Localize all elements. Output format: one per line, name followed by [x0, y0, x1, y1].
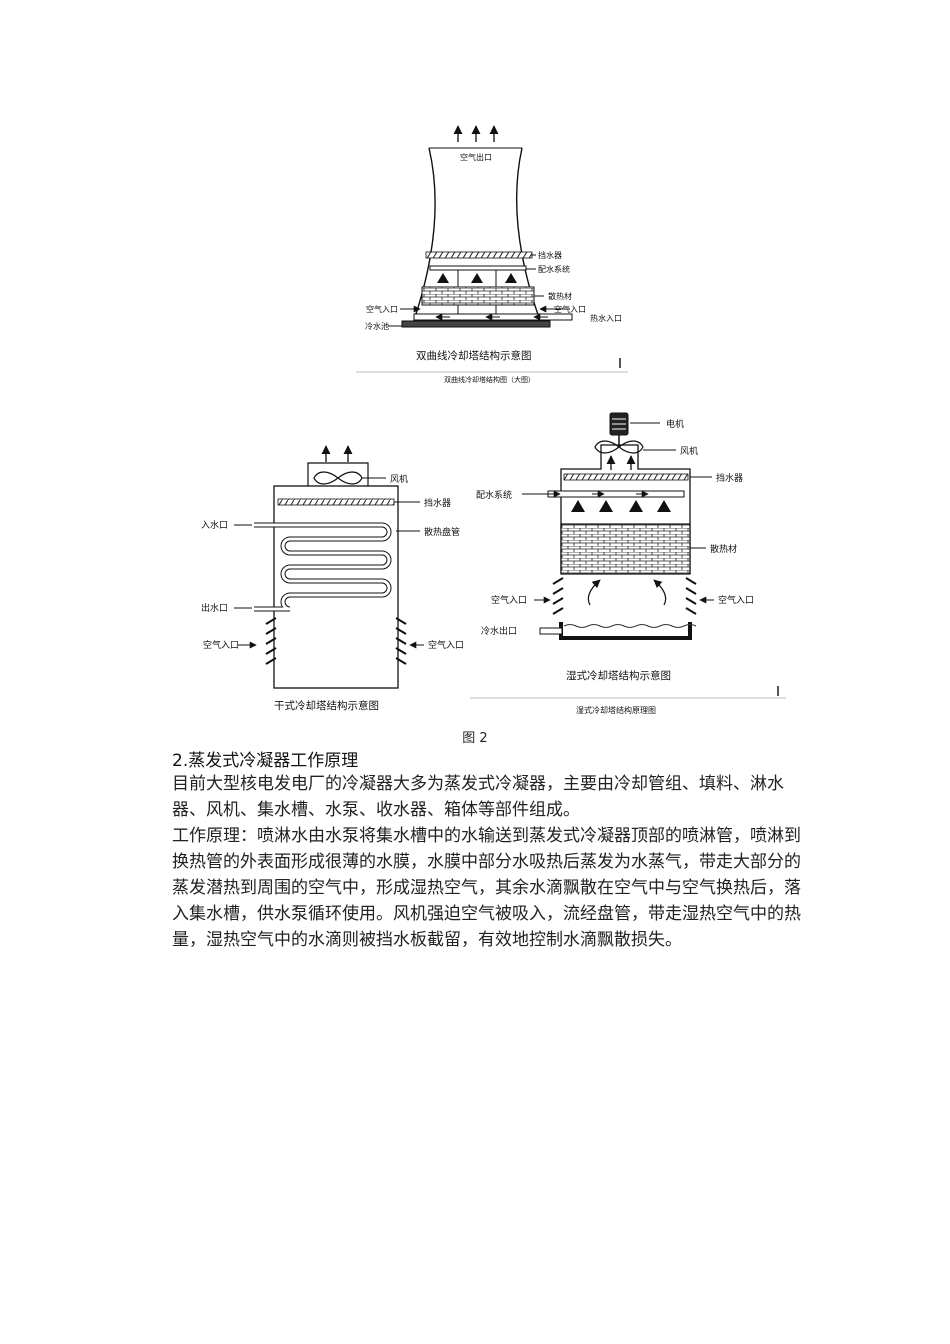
fill-label: 散热材 — [548, 291, 572, 301]
dry-water-inlet-label: 入水口 — [201, 519, 228, 531]
wet-drift-eliminator-label: 挡水器 — [716, 472, 743, 484]
section-heading: 2.蒸发式冷凝器工作原理 — [172, 751, 359, 771]
dry-fan-label: 风机 — [390, 473, 408, 485]
dry-tower-diagram: 风机 挡水器 入水口 散热盘管 出水口 空气入口 空气入口 干式冷却塔结构示意图 — [201, 445, 464, 712]
dry-drift-eliminator-label: 挡水器 — [424, 497, 451, 509]
drift-eliminator — [425, 251, 533, 259]
wet-fill-label: 散热材 — [710, 543, 737, 555]
dry-casing — [273, 485, 399, 689]
wet-tower-title: 湿式冷却塔结构示意图 — [566, 669, 671, 682]
wet-air-inlet-left-label: 空气入口 — [491, 594, 527, 606]
hyperbolic-tower-title: 双曲线冷却塔结构示意图 — [416, 349, 532, 362]
wet-drift-eliminator — [563, 473, 689, 481]
cold-water-outlet-pipe — [539, 627, 563, 635]
cold-water-basin — [401, 320, 551, 328]
air-inlet-right-label: 空气入口 — [554, 304, 586, 314]
dry-water-outlet-label: 出水口 — [201, 602, 228, 614]
paragraph-working-principle: 工作原理：喷淋水由水泵将集水槽中的水输送到蒸发式冷凝器顶部的喷淋管，喷淋到换热管… — [172, 826, 801, 950]
fill-media — [421, 286, 535, 306]
wet-water-distribution-label: 配水系统 — [476, 489, 512, 501]
wet-tower-subtitle: 湿式冷却塔结构原理图 — [576, 705, 656, 715]
cold-water-basin-label: 冷水池 — [365, 321, 389, 331]
dry-fan-stack — [307, 462, 369, 486]
water-distribution-label: 配水系统 — [538, 264, 570, 274]
dry-air-inlet-left-label: 空气入口 — [203, 639, 239, 651]
dry-air-louvers-right — [395, 617, 407, 665]
wet-fill-media — [560, 523, 691, 575]
hyperbolic-tower-subtitle: 双曲线冷却塔结构图（大图） — [444, 375, 535, 384]
dry-air-inlet-right-label: 空气入口 — [428, 639, 464, 651]
air-outlet-arrows — [453, 125, 499, 142]
paragraph-components: 目前大型核电发电厂的冷凝器大多为蒸发式冷凝器，主要由冷却管组、填料、淋水器、风机… — [172, 774, 784, 820]
air-inlet-left-label: 空气入口 — [366, 304, 398, 314]
wet-air-louvers-right — [685, 577, 697, 615]
air-outlet-label: 空气出口 — [460, 152, 492, 162]
drift-eliminator-label: 挡水器 — [538, 250, 562, 260]
wet-spray-nozzles — [571, 500, 671, 512]
distribution-header — [429, 265, 527, 271]
wet-casing — [560, 444, 691, 574]
figure-caption: 图 2 — [462, 731, 488, 746]
wet-air-inlet-right-label: 空气入口 — [718, 594, 754, 606]
wet-collection-basin — [559, 622, 692, 640]
dry-fan-icon — [313, 471, 363, 485]
wet-distribution-pipe — [547, 490, 685, 498]
spray-nozzles — [437, 273, 517, 283]
hot-water-inlet-label: 热水入口 — [590, 313, 622, 323]
hyperbolic-tower-diagram: 空气出口 挡水器 配水系统 散热材 空气入口 空气入口 热水入口 冷水池 — [356, 125, 628, 384]
wet-air-louvers-left — [552, 577, 564, 615]
motor-label: 电机 — [666, 418, 684, 430]
dry-air-louvers-left — [265, 617, 277, 665]
wet-fan-label: 风机 — [680, 445, 698, 457]
cold-water-outlet-label: 冷水出口 — [481, 625, 517, 637]
dry-tower-title: 干式冷却塔结构示意图 — [274, 699, 379, 712]
wet-tower-diagram: 电机 风机 挡水器 配水系统 散热材 — [470, 412, 786, 715]
dry-coil-label: 散热盘管 — [424, 526, 460, 538]
dry-drift-eliminator — [277, 498, 395, 506]
cooling-tower-figures: 空气出口 挡水器 配水系统 散热材 空气入口 空气入口 热水入口 冷水池 — [201, 125, 786, 715]
